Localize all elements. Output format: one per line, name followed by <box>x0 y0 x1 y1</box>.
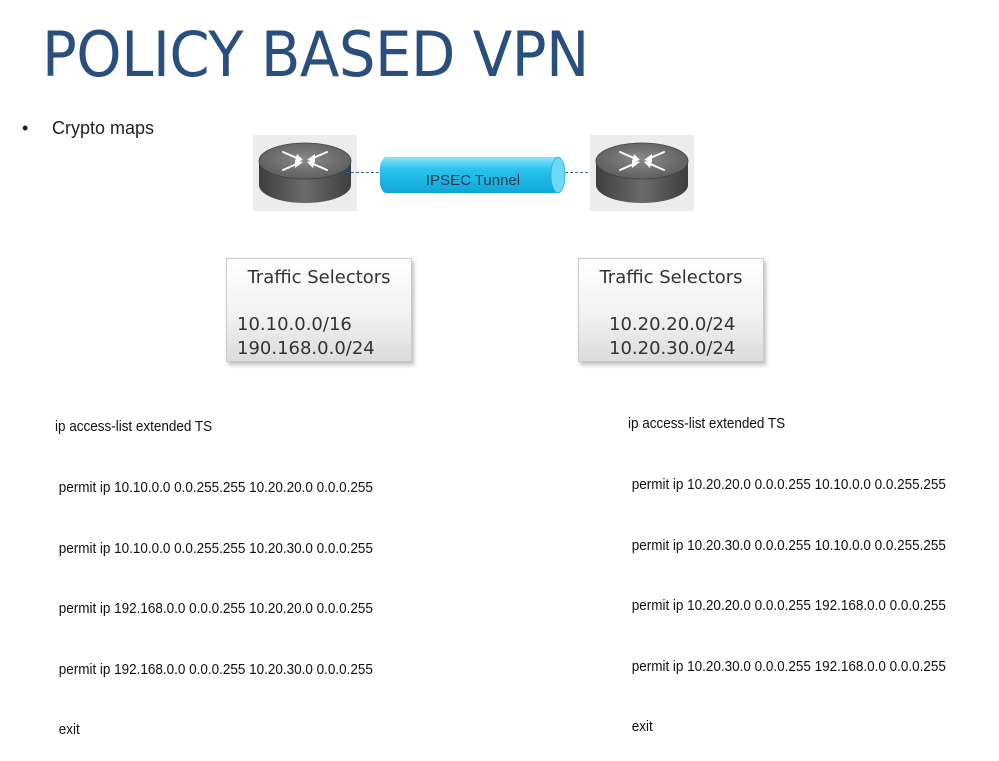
router-icon <box>595 142 689 203</box>
bullet-text: Crypto maps <box>52 118 155 138</box>
acl-config-left: ip access-list extended TS permit ip 10.… <box>55 377 373 761</box>
selector-subnet: 10.10.0.0/16 <box>237 314 352 335</box>
acl-rule: permit ip 192.168.0.0 0.0.0.255 10.20.30… <box>58 661 373 678</box>
acl-rule: permit ip 10.20.30.0 0.0.0.255 10.10.0.0… <box>631 537 946 554</box>
acl-footer: exit <box>631 719 653 736</box>
slide-title: POLICY BASED VPN <box>42 18 589 91</box>
acl-footer: exit <box>58 722 80 739</box>
bullet-marker: • <box>22 118 29 138</box>
traffic-selectors-heading: Traffic Selectors <box>247 267 391 288</box>
acl-rule: permit ip 10.20.20.0 0.0.0.255 192.168.0… <box>631 598 946 615</box>
router-right <box>590 135 694 211</box>
ipsec-tunnel <box>380 156 566 194</box>
traffic-selectors-values: 10.10.0.0/16 190.168.0.0/24 <box>237 313 375 361</box>
acl-config-right: ip access-list extended TS permit ip 10.… <box>628 374 946 758</box>
tunnel-label: IPSEC Tunnel <box>425 172 521 189</box>
bullet-item: • Crypto maps <box>22 118 154 139</box>
router-icon <box>258 142 352 203</box>
acl-header: ip access-list extended TS <box>628 416 786 433</box>
traffic-selectors-heading: Traffic Selectors <box>599 267 743 288</box>
router-left <box>253 135 357 211</box>
acl-rule: permit ip 10.10.0.0 0.0.255.255 10.20.30… <box>58 540 373 557</box>
traffic-selectors-values: 10.20.20.0/24 10.20.30.0/24 <box>609 313 735 361</box>
selector-subnet: 10.20.20.0/24 <box>609 314 736 335</box>
acl-header: ip access-list extended TS <box>55 419 213 436</box>
acl-rule: permit ip 10.20.30.0 0.0.0.255 192.168.0… <box>631 658 946 675</box>
acl-rule: permit ip 192.168.0.0 0.0.0.255 10.20.20… <box>58 601 373 618</box>
acl-rule: permit ip 10.10.0.0 0.0.255.255 10.20.20… <box>58 480 373 497</box>
selector-subnet: 190.168.0.0/24 <box>237 338 375 359</box>
acl-rule: permit ip 10.20.20.0 0.0.0.255 10.10.0.0… <box>631 477 946 494</box>
traffic-selectors-right: Traffic Selectors 10.20.20.0/24 10.20.30… <box>578 258 764 362</box>
traffic-selectors-left: Traffic Selectors 10.10.0.0/16 190.168.0… <box>226 258 412 362</box>
selector-subnet: 10.20.30.0/24 <box>609 338 736 359</box>
